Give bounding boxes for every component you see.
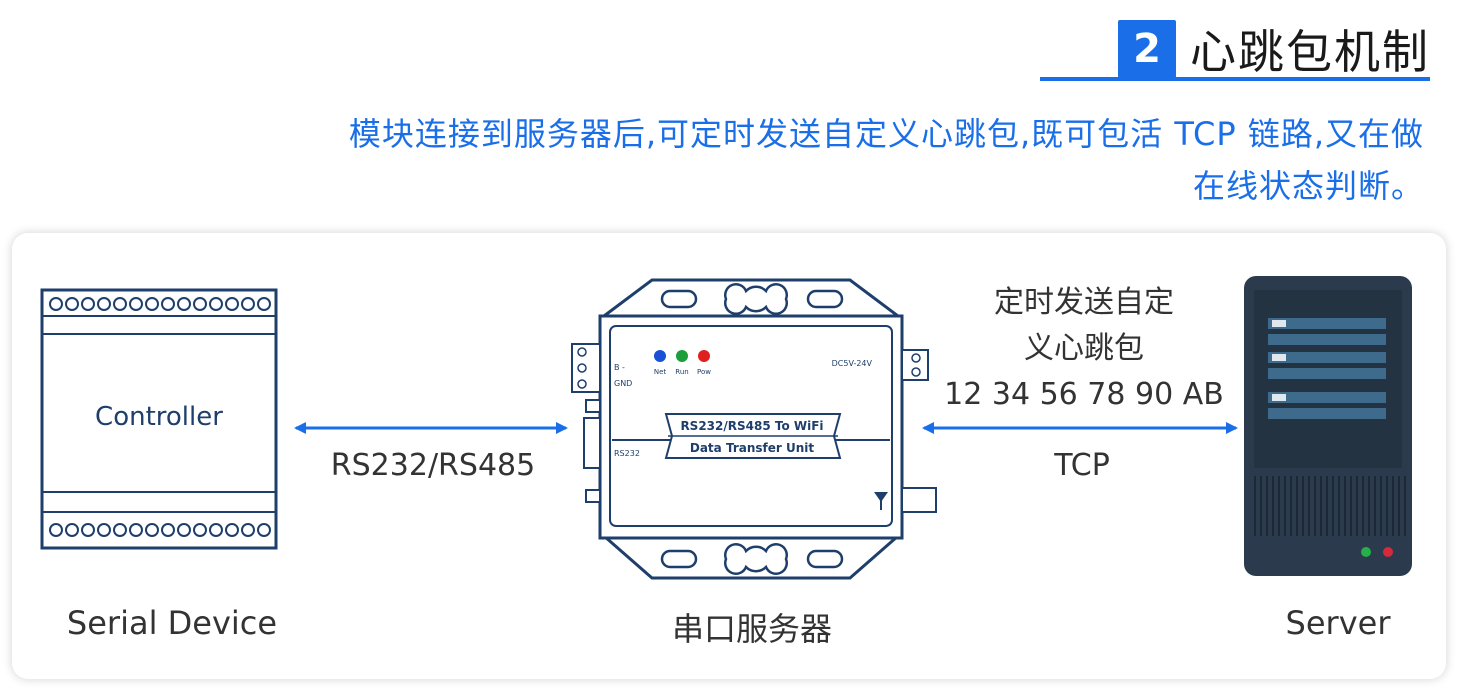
serial-server-caption: 串口服务器	[671, 610, 832, 648]
intro-text: 模块连接到服务器后,可定时发送自定义心跳包,既可包活 TCP 链路,又在做 在线…	[84, 108, 1424, 212]
controller-label: Controller	[95, 402, 223, 432]
payload-hex: 12 34 56 78 90 AB	[944, 377, 1224, 412]
payload-line-2: 义心跳包	[1024, 331, 1144, 366]
led-run-label: Run	[675, 368, 688, 376]
power-label: DC5V-24V	[832, 359, 873, 368]
port-rs232-label: RS232	[614, 449, 640, 458]
serial-device-icon: Controller	[40, 288, 278, 550]
led-pow-icon	[698, 350, 710, 362]
serial-device-caption: Serial Device	[66, 604, 278, 642]
server-led-green-icon	[1361, 547, 1371, 557]
section-title: 心跳包机制	[1190, 25, 1430, 79]
intro-line-1: 模块连接到服务器后,可定时发送自定义心跳包,既可包活 TCP 链路,又在做	[348, 115, 1424, 153]
intro-line-2: 在线状态判断。	[1192, 167, 1424, 205]
terminal-b-label: B -	[614, 363, 625, 372]
section-number-badge: 2	[1118, 20, 1176, 78]
led-net-icon	[654, 350, 666, 362]
header-underline	[1040, 77, 1430, 81]
terminal-gnd-label: GND	[614, 379, 632, 388]
led-run-icon	[676, 350, 688, 362]
device-body-line-1: RS232/RS485 To WiFi	[680, 419, 823, 433]
serial-link-label: RS232/RS485	[330, 448, 536, 483]
serial-server-icon: Net Run Pow B - GND RS232 DC5V-24V RS232…	[571, 278, 937, 580]
server-led-red-icon	[1383, 547, 1393, 557]
led-pow-label: Pow	[697, 368, 711, 376]
server-caption: Server	[1285, 604, 1391, 642]
heartbeat-payload: 定时发送自定 义心跳包 12 34 56 78 90 AB	[924, 280, 1244, 418]
device-body-line-2: Data Transfer Unit	[690, 441, 814, 455]
led-net-label: Net	[654, 368, 667, 376]
network-link-label: TCP	[1054, 448, 1110, 483]
section-header: 2 心跳包机制	[1118, 18, 1430, 80]
payload-line-1: 定时发送自定	[994, 285, 1174, 320]
server-icon	[1244, 276, 1412, 576]
